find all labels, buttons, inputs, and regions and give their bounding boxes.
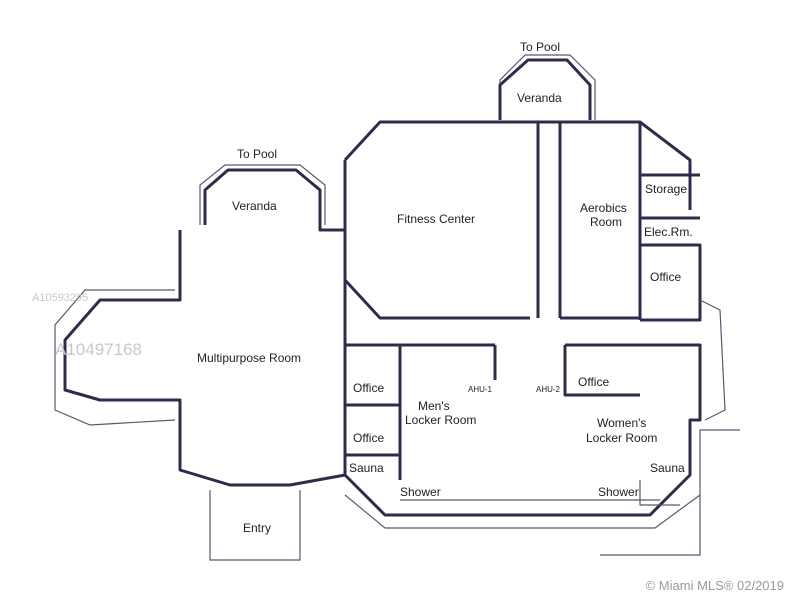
ahu-2-label: AHU-2 — [536, 385, 561, 394]
veranda-left-walls — [203, 168, 345, 232]
office-left-2-label: Office — [353, 431, 384, 445]
womens-locker-label-2: Locker Room — [586, 431, 657, 445]
ramp — [600, 429, 740, 556]
fitness-center-walls — [343, 120, 692, 320]
elec-rm-label: Elec.Rm. — [644, 225, 693, 239]
veranda-left-label: Veranda — [232, 199, 277, 213]
office-mid-label: Office — [578, 375, 609, 389]
entry-canopy — [209, 490, 301, 561]
corridor-walls — [536, 122, 562, 318]
shower-left-label: Shower — [400, 485, 441, 499]
to-pool-top-label: To Pool — [520, 40, 560, 54]
veranda-top-wall — [499, 54, 596, 120]
sauna-right-label: Sauna — [650, 461, 685, 475]
ahu-1-label: AHU-1 — [468, 385, 493, 394]
watermark-id-1: A10593295 — [32, 292, 89, 304]
mens-locker-label-2: Locker Room — [405, 413, 476, 427]
aerobics-label-2: Room — [590, 215, 622, 229]
fitness-center-label: Fitness Center — [397, 212, 475, 226]
side-porch — [699, 299, 726, 421]
veranda-top-label: Veranda — [517, 91, 562, 105]
womens-locker-label-1: Women's — [597, 416, 646, 430]
multipurpose-room-label: Multipurpose Room — [197, 351, 301, 365]
service-room-walls — [640, 173, 702, 322]
shower-walls — [344, 494, 701, 529]
entry-label: Entry — [243, 521, 271, 535]
sauna-left-label: Sauna — [349, 461, 384, 475]
shower-right-label: Shower — [598, 485, 639, 499]
office-right-label: Office — [650, 270, 681, 284]
veranda-left-outer — [199, 164, 326, 225]
mens-locker-label-1: Men's — [418, 399, 450, 413]
storage-label: Storage — [645, 182, 687, 196]
office-left-1-label: Office — [353, 381, 384, 395]
veranda-top-inner — [498, 58, 592, 120]
aerobics-label-1: Aerobics — [580, 201, 627, 215]
multipurpose-outer — [54, 289, 176, 426]
multipurpose-walls — [63, 230, 346, 487]
locker-block-walls — [343, 343, 702, 517]
copyright-notice: © Miami MLS® 02/2019 — [645, 578, 784, 593]
watermark-id-2: A10497168 — [55, 340, 142, 359]
to-pool-left-label: To Pool — [237, 147, 277, 161]
